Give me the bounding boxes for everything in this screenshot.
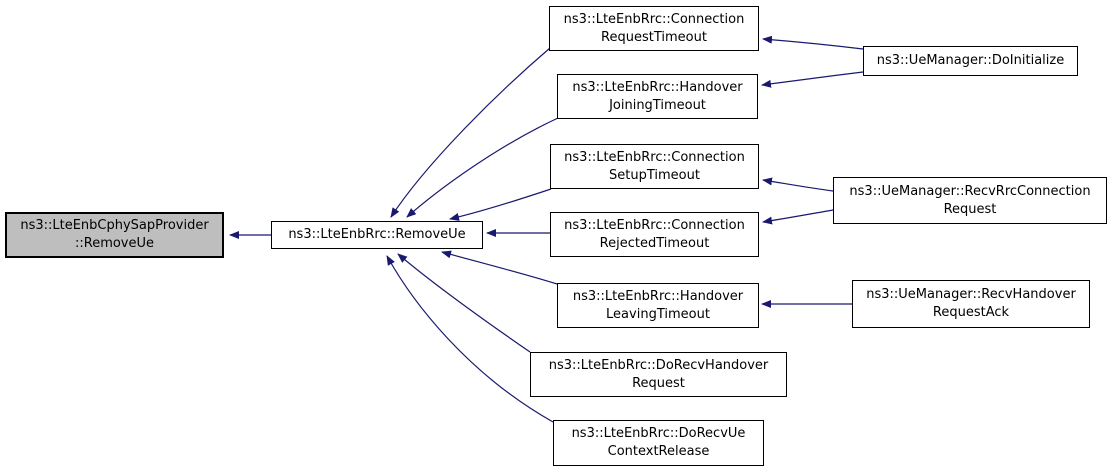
- node-label-line: RejectedTimeout: [599, 235, 710, 251]
- node-label-line: LeavingTimeout: [606, 306, 710, 322]
- node-do-recv-handover-request[interactable]: ns3::LteEnbRrc::DoRecvHandover Request: [530, 352, 787, 397]
- node-label-line: ContextRelease: [607, 444, 710, 459]
- node-label-line: SetupTimeout: [609, 167, 700, 183]
- node-label-line: RequestTimeout: [601, 29, 707, 45]
- node-do-recv-ue-context-release[interactable]: ns3::LteEnbRrc::DoRecvUe ContextRelease: [553, 420, 764, 466]
- node-uemanager-recv-handover-request-ack[interactable]: ns3::UeManager::RecvHandover RequestAck: [852, 280, 1090, 328]
- node-label-line: ns3::LteEnbRrc::Connection: [564, 149, 745, 165]
- node-uemanager-doinitialize[interactable]: ns3::UeManager::DoInitialize: [863, 46, 1078, 76]
- node-label-line: Request: [943, 201, 997, 217]
- node-label-line: ns3::LteEnbRrc::Connection: [563, 11, 745, 27]
- node-label-line: ::RemoveUe: [74, 236, 155, 251]
- node-label-line: ns3::UeManager::RecvRrcConnection: [849, 183, 1091, 199]
- node-handover-joining-timeout[interactable]: ns3::LteEnbRrc::Handover JoiningTimeout: [557, 74, 758, 119]
- node-label-line: ns3::UeManager::DoInitialize: [876, 53, 1065, 68]
- node-uemanager-recv-rrc-connection-request[interactable]: ns3::UeManager::RecvRrcConnection Reques…: [833, 177, 1107, 224]
- node-label-line: JoiningTimeout: [609, 97, 706, 113]
- edge-dorecvhandover-to-hub: [397, 253, 531, 353]
- node-label-line: ns3::LteEnbCphySapProvider: [20, 218, 209, 233]
- edge-connsetuptimeout-to-hub: [449, 188, 552, 221]
- node-label-line: ns3::LteEnbRrc::DoRecvHandover: [548, 357, 769, 373]
- edge-doinit-to-handoverjoining: [761, 71, 864, 88]
- edge-handoverjoining-to-hub: [406, 117, 559, 218]
- edge-dorecvuecontext-to-hub: [386, 255, 554, 423]
- node-connection-request-timeout[interactable]: ns3::LteEnbRrc::Connection RequestTimeou…: [549, 6, 759, 51]
- edge-recvrrc-to-connsetup: [762, 177, 834, 192]
- node-connection-rejected-timeout[interactable]: ns3::LteEnbRrc::Connection RejectedTimeo…: [550, 212, 759, 257]
- edge-connrequesttimeout-to-hub: [390, 47, 551, 218]
- node-label-line: RequestAck: [932, 305, 1010, 320]
- node-label-line: ns3::LteEnbRrc::RemoveUe: [288, 227, 466, 242]
- node-lteenbrrc-removeue[interactable]: ns3::LteEnbRrc::RemoveUe: [271, 221, 483, 249]
- node-label-line: Request: [632, 375, 685, 391]
- node-label-line: ns3::LteEnbRrc::Connection: [564, 217, 745, 233]
- edge-doinit-to-connrequest: [762, 35, 864, 50]
- node-label-line: ns3::LteEnbRrc::Handover: [572, 288, 744, 304]
- node-label-line: ns3::UeManager::RecvHandover: [866, 287, 1076, 302]
- node-label-line: ns3::LteEnbRrc::Handover: [572, 79, 743, 95]
- node-lteenbcphysapprovider-removeue: ns3::LteEnbCphySapProvider ::RemoveUe: [5, 212, 224, 258]
- node-connection-setup-timeout[interactable]: ns3::LteEnbRrc::Connection SetupTimeout: [550, 144, 759, 189]
- node-handover-leaving-timeout[interactable]: ns3::LteEnbRrc::Handover LeavingTimeout: [557, 283, 759, 328]
- edge-recvrrc-to-connrejected: [762, 209, 834, 225]
- node-label-line: ns3::LteEnbRrc::DoRecvUe: [571, 426, 746, 441]
- edge-handoverleaving-to-hub: [441, 250, 558, 285]
